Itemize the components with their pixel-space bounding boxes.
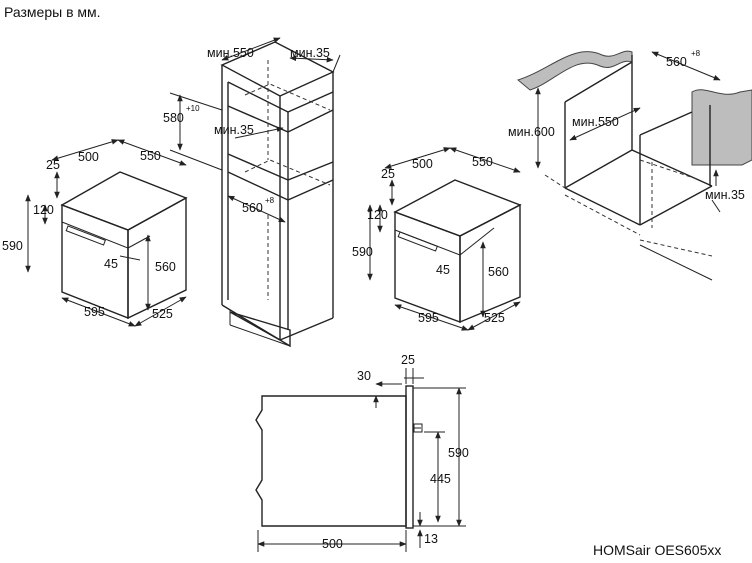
oven-mid-width-550: 550 xyxy=(472,155,493,169)
tall-niche-height-580: 580 xyxy=(163,111,184,125)
oven-mid-depth-525: 525 xyxy=(484,311,505,325)
tall-niche-tolerance: +10 xyxy=(186,104,200,113)
oven-left-front xyxy=(61,203,129,320)
oven-left-top xyxy=(60,171,188,231)
side-dim-25: 25 xyxy=(401,353,415,367)
tall-niche-width-560: 560 xyxy=(242,201,263,215)
under-counter-gap-min35: мин.35 xyxy=(705,188,745,202)
oven-mid-depth-500: 500 xyxy=(412,157,433,171)
model-name: HOMSair OES605xx xyxy=(593,542,721,558)
side-height-590: 590 xyxy=(448,446,469,460)
side-depth-500: 500 xyxy=(322,537,343,551)
side-view: 30 25 590 445 500 13 xyxy=(255,353,469,552)
oven-left: 500 550 25 120 590 45 560 595 525 xyxy=(2,139,188,327)
oven-left-dim-45: 45 xyxy=(104,257,118,271)
oven-left-height-560: 560 xyxy=(155,260,176,274)
oven-left-depth-525: 525 xyxy=(152,307,173,321)
side-dim-13: 13 xyxy=(424,532,438,546)
oven-mid-height-590: 590 xyxy=(352,245,373,259)
oven-middle: 500 550 25 120 590 45 560 595 525 xyxy=(352,147,522,331)
under-counter-width-560: 560 xyxy=(666,55,687,69)
tall-width-min550: мин.550 xyxy=(207,46,254,60)
oven-left-dim-120: 120 xyxy=(33,203,54,217)
oven-left-side xyxy=(127,196,187,320)
under-counter-height-min600: мин.600 xyxy=(508,125,555,139)
tall-width-tolerance: +8 xyxy=(265,196,275,205)
side-dim-30: 30 xyxy=(357,369,371,383)
oven-left-width-595: 595 xyxy=(84,305,105,319)
oven-left-depth-500: 500 xyxy=(78,150,99,164)
units-caption: Размеры в мм. xyxy=(4,4,101,20)
under-counter-width-tolerance: +8 xyxy=(691,49,701,58)
tall-vent-min35: мин.35 xyxy=(214,123,254,137)
oven-left-width-550: 550 xyxy=(140,149,161,163)
side-height-445: 445 xyxy=(430,472,451,486)
oven-left-dim-25: 25 xyxy=(46,158,60,172)
oven-left-height-590: 590 xyxy=(2,239,23,253)
under-counter-installation: 560 +8 мин.600 мин.550 мин.35 xyxy=(508,49,752,281)
oven-mid-dim-25: 25 xyxy=(381,167,395,181)
tall-gap-min35: мин.35 xyxy=(290,46,330,60)
oven-left-handle xyxy=(65,225,106,246)
oven-mid-dim-120: 120 xyxy=(367,208,388,222)
oven-mid-width-595: 595 xyxy=(418,311,439,325)
tall-cabinet: мин.550 мин.35 580 +10 мин.35 560 +8 xyxy=(163,37,341,348)
oven-mid-dim-45: 45 xyxy=(436,263,450,277)
under-counter-depth-min550: мин.550 xyxy=(572,115,619,129)
oven-mid-height-560: 560 xyxy=(488,265,509,279)
